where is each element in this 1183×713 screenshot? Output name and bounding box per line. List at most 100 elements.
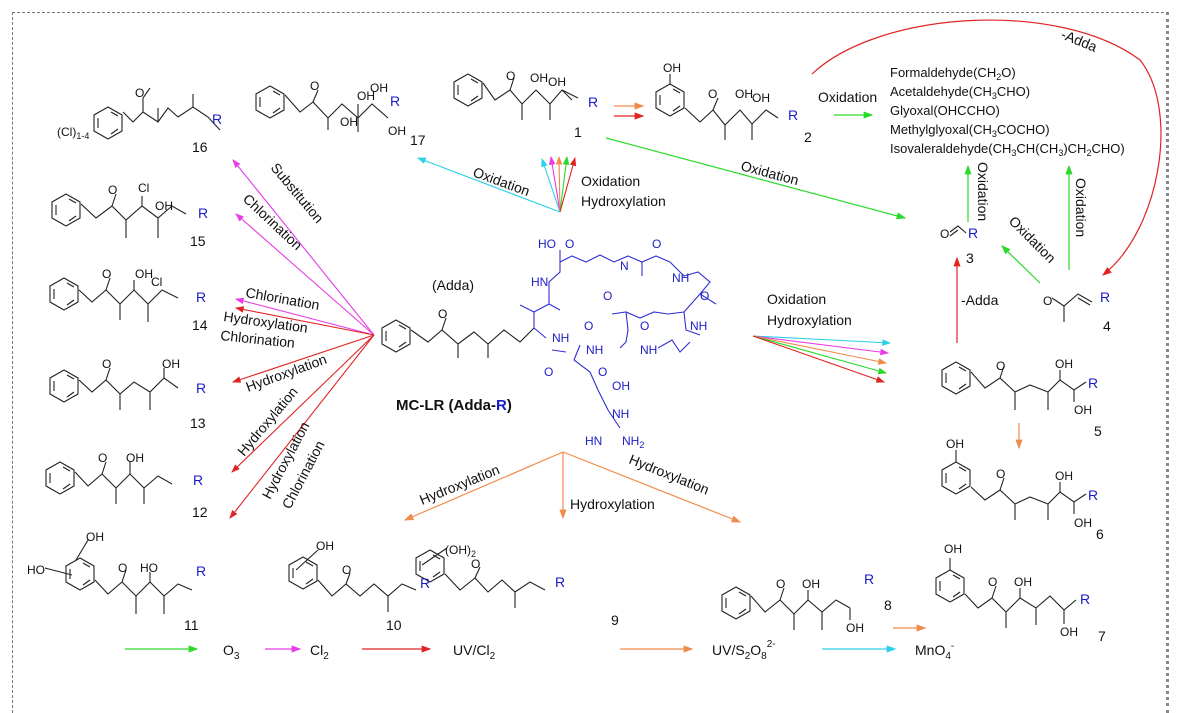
r-group: R: [196, 289, 206, 305]
compound-15: O Cl OH R 15: [51, 181, 208, 249]
compound-13: O OH R 13: [49, 357, 206, 431]
methoxy-O: O: [102, 267, 111, 281]
hydroxyl: OH: [357, 89, 375, 103]
r-group: R: [968, 225, 978, 241]
hydroxyl: OH: [155, 199, 173, 213]
hydroxyl: OH: [340, 115, 358, 129]
compound-3: O R 3: [940, 225, 978, 266]
carboxyl-HO: HO: [538, 237, 556, 251]
products-list: Formaldehyde(CH2O) Acetaldehyde(CH3CHO) …: [890, 65, 1125, 158]
chlorine: Cl: [151, 275, 162, 289]
arrow-uv-s2o8: [752, 335, 888, 365]
arrow-uv-s2o8: [555, 155, 563, 213]
hydroxyl: OH: [548, 75, 566, 89]
legend-label-uv-cl2: UV/Cl2: [453, 642, 496, 662]
reaction-label-oxidation: Oxidation: [739, 157, 800, 188]
dashed-frame: [12, 12, 1169, 713]
hydroxyl: OH: [846, 621, 864, 635]
compound-label-17: 17: [410, 132, 426, 148]
compound-9: (OH)2 O R 9: [415, 543, 619, 628]
r-group: R: [1088, 487, 1098, 503]
mc-lr-title: MC-LR (Adda-R): [396, 397, 512, 414]
compound-label-6: 6: [1096, 526, 1104, 542]
arrow-cl2: [548, 155, 561, 213]
methoxy-O: O: [438, 307, 447, 321]
methoxy-O: O: [776, 577, 785, 591]
arrow-uv-cl2: [231, 334, 375, 383]
compound-4: O R 4: [1043, 289, 1111, 334]
compound-1: O OH OH R 1: [453, 69, 598, 140]
r-group: R: [212, 111, 222, 127]
r-group: R: [420, 575, 430, 591]
hydroxyl: OH: [1074, 516, 1092, 530]
phenol-OH: OH: [316, 539, 334, 553]
arrow-o3: [752, 335, 888, 375]
arrow-cl2: [752, 335, 890, 356]
reaction-label-oxidation: Oxidation: [1073, 178, 1089, 237]
product-formaldehyde: Formaldehyde(CH2O): [890, 65, 1016, 82]
compound-11: OH HO O HO R 11: [27, 530, 206, 633]
r-group: R: [1080, 591, 1090, 607]
compound-label-3: 3: [966, 250, 974, 266]
r-group: R: [864, 571, 874, 587]
r-group: R: [196, 563, 206, 579]
reaction-label-chlorination: Chlorination: [244, 284, 320, 313]
amide-O: O: [544, 365, 553, 379]
r-group: R: [390, 93, 400, 109]
amide-O: O: [584, 319, 593, 333]
adda-label: (Adda): [432, 277, 474, 293]
arrow-cl2: [232, 159, 375, 336]
phenol-OH: OH: [944, 542, 962, 556]
compound-14: O OH Cl R 14: [49, 267, 208, 333]
r-group: R: [588, 94, 598, 110]
methoxy-O: O: [996, 467, 1005, 481]
compound-6: OH O OH OH R 6: [941, 437, 1104, 542]
r-group: R: [198, 205, 208, 221]
amide-NH: NH: [586, 343, 603, 357]
hydroxyl: OH: [126, 451, 144, 465]
reaction-label-hydroxylation: Hydroxylation: [581, 193, 666, 209]
hydroxyl: OH: [735, 87, 753, 101]
ketone-O: O: [1043, 294, 1052, 308]
compound-label-4: 4: [1103, 318, 1111, 334]
guanidine-HN: HN: [585, 434, 602, 448]
compound-label-5: 5: [1094, 423, 1102, 439]
amide-O: O: [700, 289, 709, 303]
arrow-o3: [1001, 245, 1041, 284]
hydroxyl: OH: [752, 91, 770, 105]
r-group: R: [555, 574, 565, 590]
compound-label-16: 16: [192, 139, 208, 155]
chloro-substituent: (Cl)1-4: [57, 125, 89, 141]
r-group: R: [788, 107, 798, 123]
arrow-uv-s2o8: [403, 451, 564, 521]
hydroxyl: OH: [370, 81, 388, 95]
methoxy-O: O: [98, 451, 107, 465]
chlorine: Cl: [138, 181, 149, 195]
arrow-mno4: [416, 157, 561, 213]
legend-label-o3: O3: [223, 642, 240, 662]
hydroxyl: OH: [1055, 357, 1073, 371]
compound-label-12: 12: [192, 504, 208, 520]
compound-5: O OH OH R 5: [941, 357, 1102, 439]
hydroxyl: OH: [1014, 575, 1032, 589]
hydroxyl: OH: [135, 267, 153, 281]
legend: O3 Cl2 UV/Cl2 UV/S2O82- MnO4-: [125, 639, 954, 662]
hydroxyl: OH: [162, 357, 180, 371]
amide-O: O: [603, 289, 612, 303]
methoxy-O: O: [708, 87, 717, 101]
reaction-label-minus-adda: -Adda: [1059, 26, 1100, 55]
carboxyl-O: O: [565, 237, 574, 251]
reaction-label-hydroxylation: Hydroxylation: [627, 451, 712, 498]
guanidine-NH2: NH2: [622, 434, 644, 450]
reaction-label-oxidation: Oxidation: [471, 164, 532, 199]
hydroxyl: OH: [1060, 625, 1078, 639]
arrow-minus-adda-arc: [811, 19, 1162, 276]
arrow-uv-cl2: [231, 334, 375, 473]
compound-label-7: 7: [1098, 628, 1106, 644]
reaction-label-chlorination: Chlorination: [220, 327, 296, 351]
hydroxyl: OH: [1055, 469, 1073, 483]
methoxy-O: O: [135, 86, 144, 100]
compound-label-9: 9: [611, 612, 619, 628]
product-isovaleraldehyde: Isovaleraldehyde(CH3CH(CH3)CH2CHO): [890, 141, 1125, 158]
arrow-uv-cl2: [752, 335, 886, 383]
